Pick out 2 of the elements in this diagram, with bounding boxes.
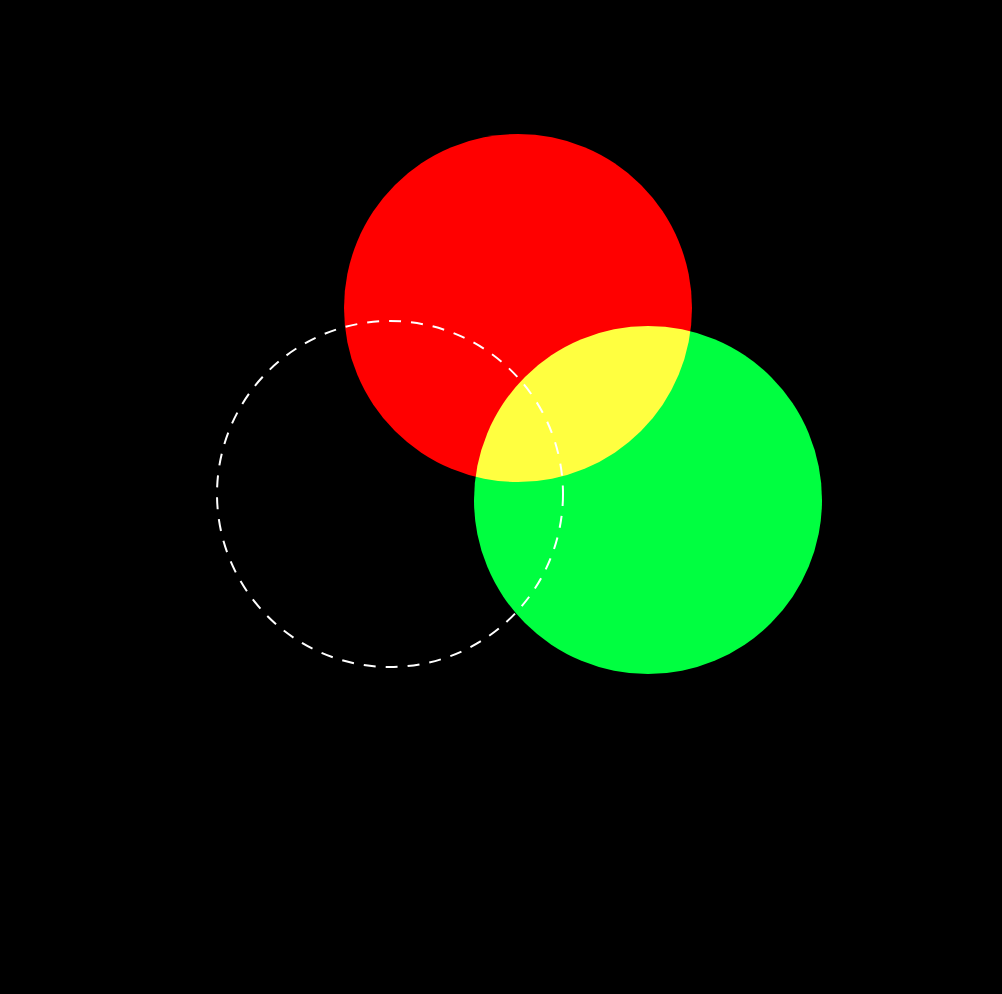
dashed-circle-outline xyxy=(216,320,564,668)
filled-circle xyxy=(474,326,822,674)
